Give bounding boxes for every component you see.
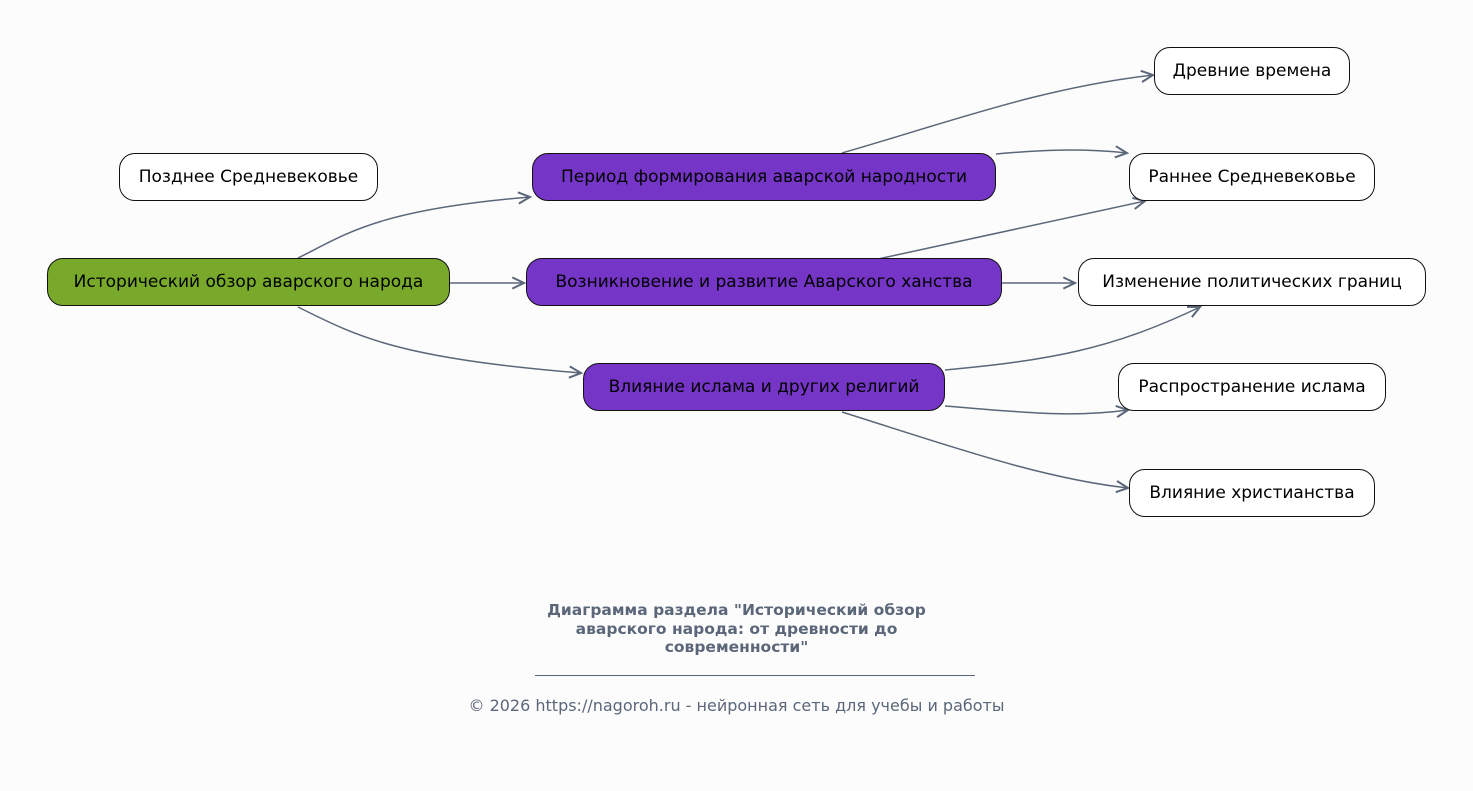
arrowhead-icon xyxy=(1186,305,1203,318)
footer-copyright: © 2026 https://nagoroh.ru - нейронная се… xyxy=(468,696,1005,715)
edge-religions-to-political-borders xyxy=(944,306,1201,371)
diagram-title-line: Диаграмма раздела "Исторический обзор xyxy=(547,601,926,619)
node-political-borders[interactable]: Изменение политических границ xyxy=(1078,258,1426,306)
node-religions[interactable]: Влияние ислама и других религий xyxy=(583,363,945,411)
diagram-title-line: современности" xyxy=(664,638,809,656)
node-label: Исторический обзор аварского народа xyxy=(73,272,424,292)
node-label: Влияние ислама и других религий xyxy=(608,377,920,397)
node-label: Позднее Средневековье xyxy=(138,167,359,187)
arrowhead-icon xyxy=(1140,69,1156,83)
arrowhead-icon xyxy=(1114,145,1130,159)
node-label: Раннее Средневековье xyxy=(1148,167,1356,187)
node-root[interactable]: Исторический обзор аварского народа xyxy=(47,258,450,306)
node-christianity[interactable]: Влияние христианства xyxy=(1129,469,1375,517)
edge-khanate-to-early-middle-ages xyxy=(877,200,1146,260)
edge-formation-to-early-middle-ages xyxy=(995,149,1128,155)
node-label: Древние времена xyxy=(1172,61,1332,81)
node-ancient-times[interactable]: Древние времена xyxy=(1154,47,1350,95)
node-label: Период формирования аварской народности xyxy=(560,167,968,187)
node-early-middle-ages[interactable]: Раннее Средневековье xyxy=(1129,153,1375,201)
edge-religions-to-christianity xyxy=(841,411,1129,489)
arrowhead-icon xyxy=(1062,276,1078,290)
node-spread-of-islam[interactable]: Распространение ислама xyxy=(1118,363,1386,411)
node-khanate[interactable]: Возникновение и развитие Аварского ханст… xyxy=(526,258,1002,306)
edge-religions-to-spread-of-islam xyxy=(944,405,1129,415)
node-label: Изменение политических границ xyxy=(1102,272,1402,292)
node-formation-period[interactable]: Период формирования аварской народности xyxy=(532,153,996,201)
arrowhead-icon xyxy=(1115,480,1131,494)
node-label: Распространение ислама xyxy=(1138,377,1366,397)
edge-root-to-religions xyxy=(297,306,582,374)
diagram-title: Диаграмма раздела "Исторический обзор ав… xyxy=(0,601,1473,657)
edge-root-to-formation-period xyxy=(297,196,531,259)
arrowhead-icon xyxy=(511,276,527,290)
node-label: Возникновение и развитие Аварского ханст… xyxy=(555,272,973,292)
caption-divider xyxy=(535,675,975,676)
node-label: Влияние христианства xyxy=(1149,483,1355,503)
edge-formation-to-ancient-times xyxy=(841,74,1154,154)
arrowhead-icon xyxy=(517,191,533,205)
arrowhead-icon xyxy=(568,365,584,379)
node-late-middle-ages[interactable]: Позднее Средневековье xyxy=(119,153,378,201)
diagram-title-line: аварского народа: от древности до xyxy=(575,619,898,638)
